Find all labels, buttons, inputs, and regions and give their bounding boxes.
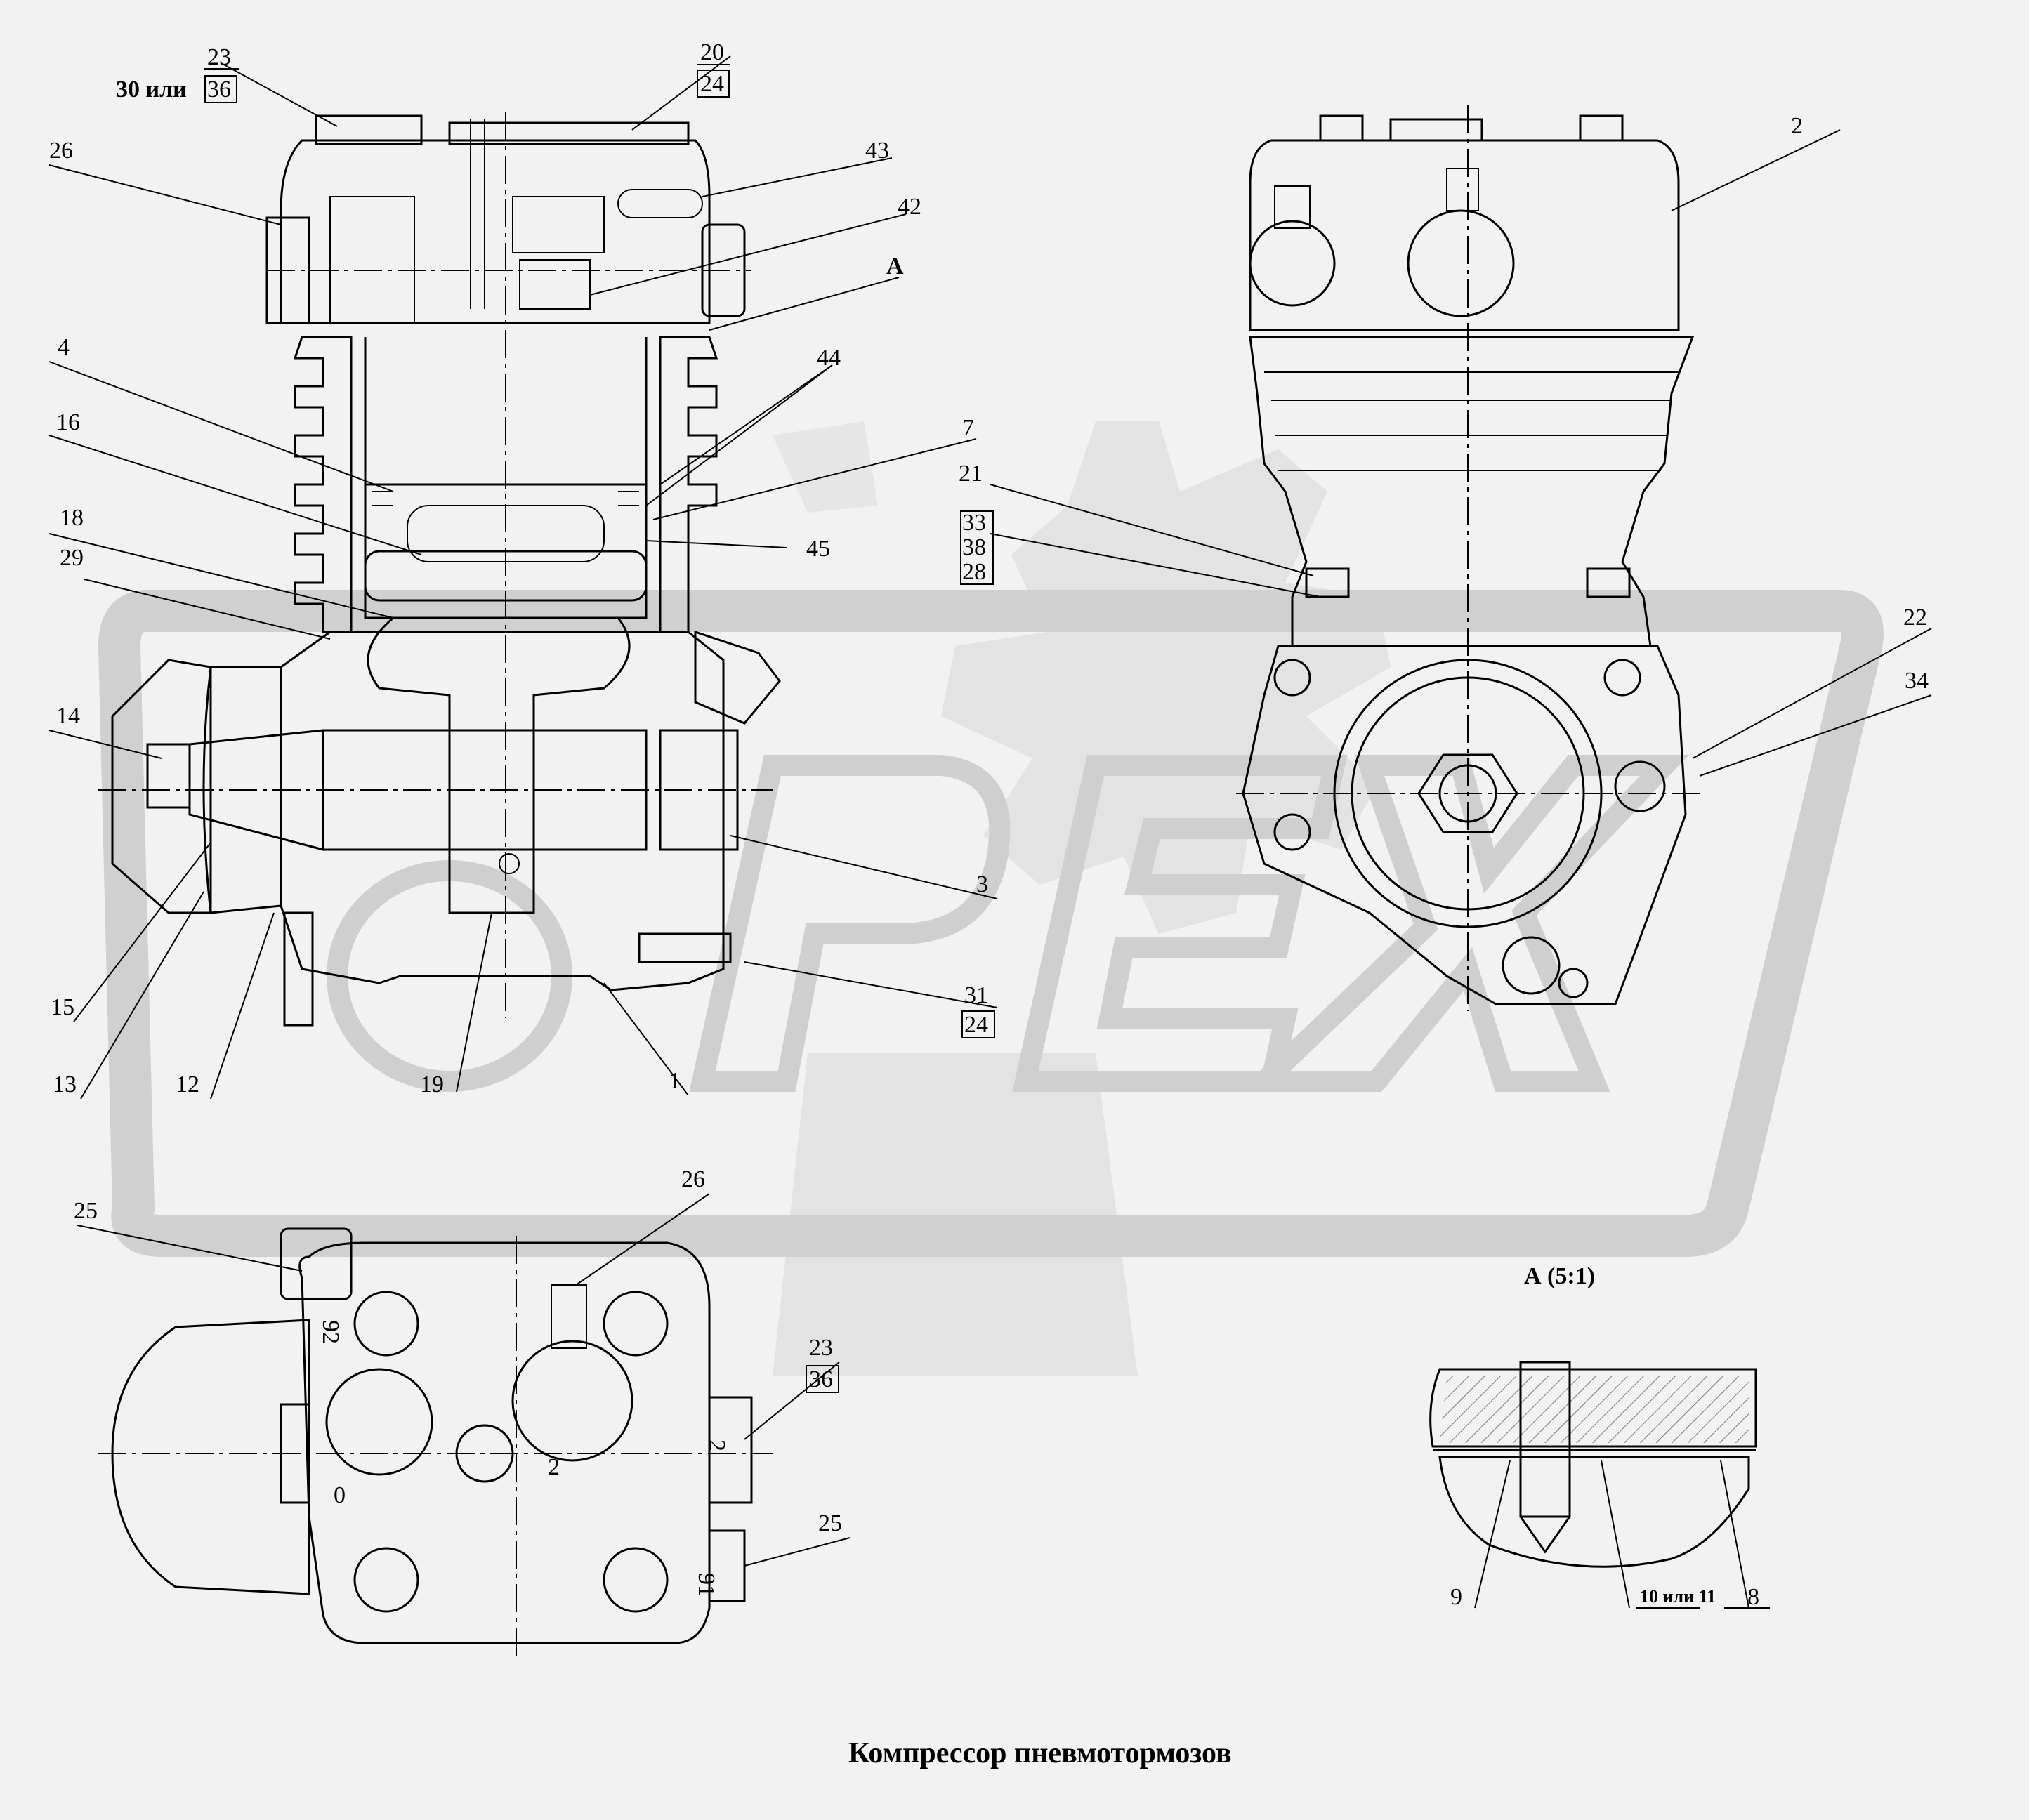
drawing-title: Компрессор пневмотормозов (848, 1737, 1232, 1769)
label-10-ili-11: 10 или 11 (1640, 1586, 1716, 1607)
casting-marks: 92 2 2 0 91 (317, 1320, 730, 1597)
label-20: 20 (700, 39, 724, 65)
label-44: 44 (817, 345, 841, 371)
label-36b: 36 (809, 1366, 833, 1392)
label-25a: 25 (74, 1198, 98, 1224)
watermark-logo (98, 421, 1884, 1376)
label-33: 33 (962, 510, 986, 536)
label-45: 45 (806, 536, 830, 562)
label-25b: 25 (818, 1510, 842, 1536)
label-12: 12 (176, 1071, 199, 1097)
label-23b: 23 (809, 1335, 833, 1361)
label-3: 3 (976, 871, 988, 897)
label-24a: 24 (700, 71, 724, 97)
label-22: 22 (1903, 605, 1927, 631)
label-26b: 26 (681, 1166, 705, 1192)
label-24b: 24 (964, 1012, 988, 1038)
detail-title: А (5:1) (1524, 1263, 1595, 1289)
label-a: А (886, 253, 904, 279)
label-28: 28 (962, 559, 986, 585)
label-15: 15 (51, 994, 74, 1020)
label-36a: 36 (207, 77, 231, 103)
label-23a: 23 (207, 44, 231, 70)
detail-a-view (1429, 1361, 1757, 1568)
label-18: 18 (60, 505, 84, 531)
casting-mark-91: 91 (693, 1573, 719, 1597)
label-26a: 26 (49, 138, 73, 164)
section-view (98, 112, 781, 1027)
label-4: 4 (58, 334, 70, 360)
label-9: 9 (1450, 1584, 1462, 1610)
label-43: 43 (865, 138, 889, 164)
label-16: 16 (56, 409, 80, 435)
label-19: 19 (420, 1071, 444, 1097)
label-14: 14 (56, 703, 80, 729)
label-29: 29 (60, 545, 84, 571)
casting-mark-2a: 2 (548, 1454, 560, 1480)
label-13: 13 (53, 1071, 77, 1097)
label-1: 1 (669, 1068, 681, 1094)
label-31: 31 (964, 982, 988, 1008)
casting-mark-0: 0 (334, 1482, 346, 1508)
top-view (98, 1227, 773, 1657)
label-boxes (204, 64, 995, 1393)
leader-lines (48, 55, 1932, 1609)
label-7: 7 (962, 415, 974, 441)
label-42: 42 (898, 194, 921, 220)
part-labels: 23 30 или 36 20 24 26 43 42 А 44 4 16 7 … (49, 39, 1929, 1610)
label-21: 21 (959, 461, 983, 487)
label-8: 8 (1747, 1584, 1759, 1610)
label-30-ili: 30 или (116, 77, 187, 103)
label-38: 38 (962, 534, 986, 560)
casting-mark-2b: 2 (704, 1439, 730, 1451)
label-34: 34 (1905, 668, 1929, 694)
label-2: 2 (1791, 113, 1803, 139)
casting-mark-92: 92 (317, 1320, 343, 1344)
end-view (1236, 105, 1700, 1011)
